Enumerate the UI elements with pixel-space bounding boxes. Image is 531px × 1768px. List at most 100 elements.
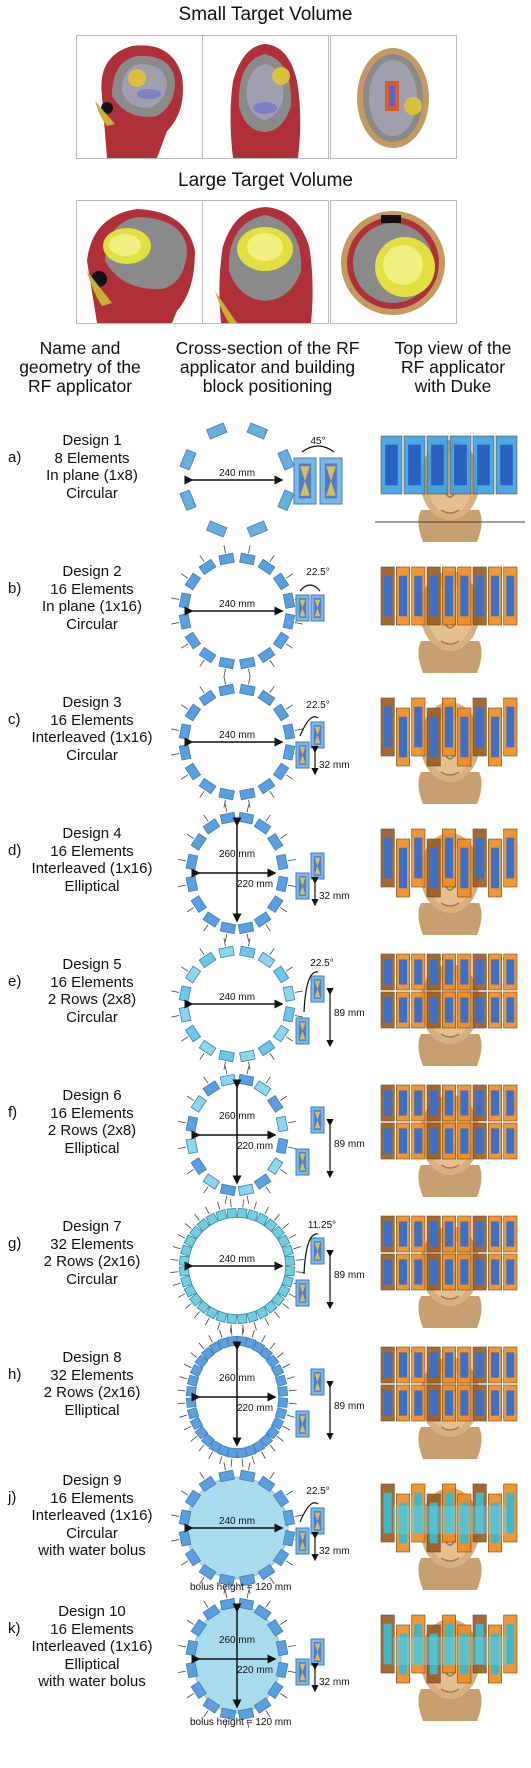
element-block xyxy=(227,1335,238,1347)
applicator-element-inner xyxy=(429,1352,438,1378)
building-block xyxy=(319,457,343,505)
design-description-line: 16 Elements xyxy=(50,973,134,991)
element-block xyxy=(265,1354,280,1369)
element-tick xyxy=(181,966,189,972)
top-view-render xyxy=(380,1483,518,1590)
design-letter: a) xyxy=(8,449,22,466)
element-block xyxy=(200,1433,215,1448)
applicator-element-inner xyxy=(414,1221,423,1247)
element-tick xyxy=(264,1206,269,1215)
building-block-diagram: 32 mm xyxy=(295,852,350,907)
design-letter: b) xyxy=(8,580,22,597)
element-tick xyxy=(199,686,205,694)
element-block xyxy=(217,1444,230,1457)
element-tick xyxy=(295,1271,304,1273)
applicator-element-inner xyxy=(429,1090,438,1116)
applicator-element-inner xyxy=(414,1390,423,1416)
element-block xyxy=(272,1024,290,1043)
element-block xyxy=(282,985,296,1002)
element-block xyxy=(183,1234,197,1248)
element-block xyxy=(219,811,237,825)
element-block xyxy=(194,1354,209,1369)
building-block-upper xyxy=(310,1106,325,1134)
offset-label: 32 mm xyxy=(319,760,350,771)
element-block xyxy=(178,723,192,740)
element-block xyxy=(239,1573,256,1587)
element-tick xyxy=(246,1719,250,1728)
applicator-element-inner xyxy=(460,1259,469,1285)
element-tick xyxy=(171,990,180,993)
element-tick xyxy=(224,804,228,813)
element-tick xyxy=(246,1195,250,1204)
element-tick xyxy=(294,1015,303,1018)
element-tick xyxy=(186,1169,194,1175)
element-block xyxy=(237,811,255,825)
design-description-line: with water bolus xyxy=(38,1673,146,1690)
element-tick xyxy=(223,1585,226,1594)
dimension-label-width: 240 mm xyxy=(219,730,255,741)
design-description-line: Design 6 xyxy=(62,1087,122,1104)
top-view-render xyxy=(375,435,525,542)
element-block xyxy=(215,1209,228,1222)
element-block xyxy=(184,1489,202,1508)
element-block xyxy=(267,895,284,913)
applicator-element-inner xyxy=(460,959,469,985)
element-tick xyxy=(205,1206,210,1215)
element-tick xyxy=(230,1458,233,1467)
element-block xyxy=(253,1173,272,1190)
building-block-lower xyxy=(295,1148,310,1176)
element-block xyxy=(184,572,202,591)
design-description-line: In plane (1x8) xyxy=(46,467,138,484)
element-block xyxy=(259,1346,274,1361)
element-block xyxy=(185,1137,199,1155)
large-target-axial-scan xyxy=(330,200,457,324)
element-tick xyxy=(177,1402,186,1405)
element-tick xyxy=(274,1213,280,1221)
applicator-element-inner xyxy=(399,1502,407,1544)
applicator-element-inner xyxy=(383,1221,392,1247)
element-tick xyxy=(242,1199,244,1208)
design-letter: e) xyxy=(8,973,22,990)
top-view-render xyxy=(380,1614,518,1721)
dimension-label-width: 240 mm xyxy=(219,992,255,1003)
applicator-element-inner xyxy=(445,959,453,985)
applicator-element-inner xyxy=(475,959,484,985)
element-tick xyxy=(181,704,189,710)
applicator-element-inner xyxy=(383,1259,392,1285)
element-block xyxy=(178,1006,192,1023)
element-tick xyxy=(170,1271,179,1273)
element-tick xyxy=(190,1352,198,1358)
applicator-element-inner xyxy=(429,1128,438,1154)
design-description-line: Interleaved (1x16) xyxy=(31,729,153,746)
element-tick xyxy=(186,833,194,839)
element-block xyxy=(178,744,192,761)
element-tick xyxy=(282,1303,290,1309)
element-block xyxy=(215,1310,228,1323)
element-block xyxy=(239,1049,256,1063)
element-tick xyxy=(269,948,275,956)
element-block xyxy=(189,1225,203,1240)
element-tick xyxy=(217,1322,221,1331)
element-tick xyxy=(288,1293,297,1298)
element-block xyxy=(205,422,228,440)
element-block xyxy=(190,1681,207,1699)
design-description-line: Circular xyxy=(66,1524,118,1542)
applicator-element-inner xyxy=(475,1221,484,1247)
element-block xyxy=(184,631,202,650)
element-block xyxy=(253,911,272,928)
element-block xyxy=(184,703,202,722)
applicator-element-inner xyxy=(429,716,438,758)
applicator-element-inner xyxy=(399,716,407,758)
element-block xyxy=(218,683,235,697)
design-description-line: 16 Elements xyxy=(50,580,134,598)
element-tick xyxy=(265,1076,271,1084)
dimension-label-width: 240 mm xyxy=(219,1254,255,1265)
element-block xyxy=(284,1255,296,1267)
element-tick xyxy=(230,1327,233,1336)
element-tick xyxy=(203,814,209,822)
element-tick xyxy=(171,1015,180,1018)
element-tick xyxy=(241,1458,244,1467)
